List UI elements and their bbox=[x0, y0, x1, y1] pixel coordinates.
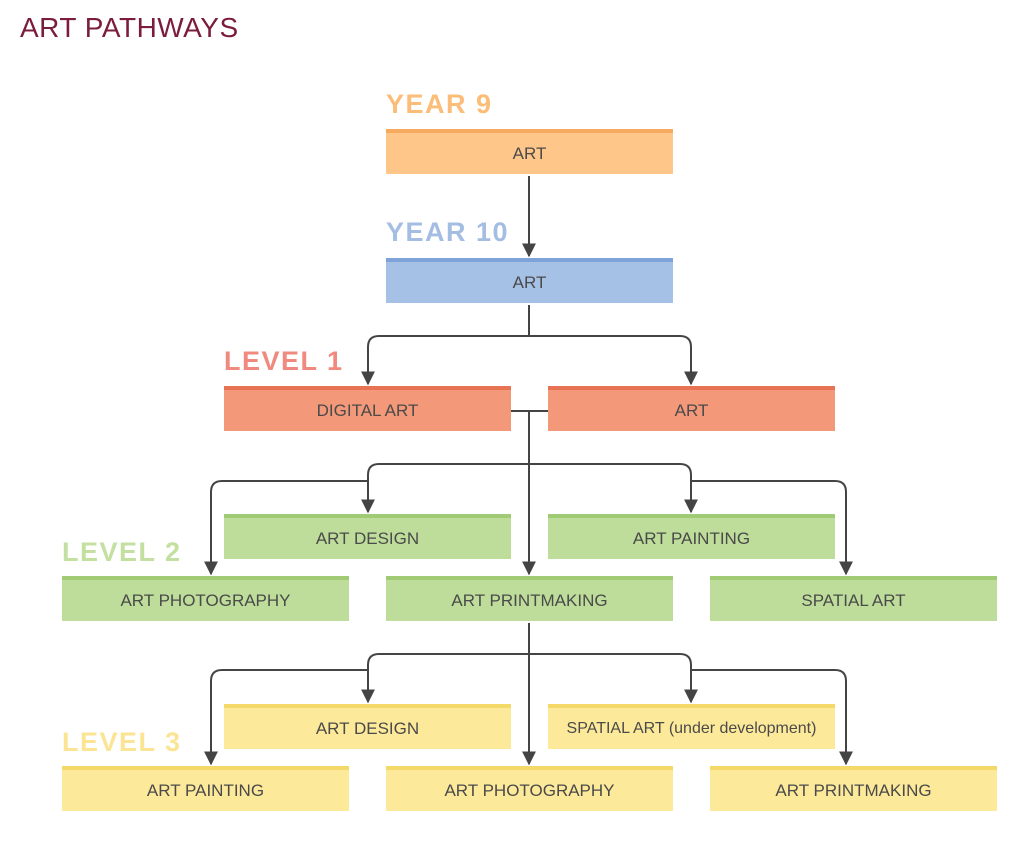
connector-l2-outer-right bbox=[691, 480, 853, 576]
connector-l3-art-design bbox=[361, 653, 380, 704]
page-title: ART PATHWAYS bbox=[20, 12, 239, 43]
connector-l2-outer-left bbox=[204, 480, 368, 576]
level1-digital-art-box: DIGITAL ART bbox=[224, 386, 511, 431]
level3-art-painting-box: ART PAINTING bbox=[62, 766, 349, 811]
level-heading-year10: YEAR 10 bbox=[386, 217, 510, 247]
level3-art-photography-box: ART PHOTOGRAPHY bbox=[386, 766, 673, 811]
level-heading-level2: LEVEL 2 bbox=[62, 537, 182, 567]
connector-year10-level1-right bbox=[529, 335, 698, 386]
level1-art-box: ART bbox=[548, 386, 835, 431]
level-heading-level3: LEVEL 3 bbox=[62, 727, 182, 757]
connector-l2-art-design bbox=[361, 463, 380, 514]
level3-spatial-art-box: SPATIAL ART (under development) bbox=[548, 704, 835, 749]
connector-year10-level1-left bbox=[361, 305, 530, 386]
level3-art-printmaking-box: ART PRINTMAKING bbox=[710, 766, 997, 811]
level-heading-year9: YEAR 9 bbox=[386, 89, 493, 119]
level2-art-painting-box: ART PAINTING bbox=[548, 514, 835, 559]
level-heading-level1: LEVEL 1 bbox=[224, 346, 344, 376]
level2-spatial-art-box: SPATIAL ART bbox=[710, 576, 997, 621]
connector-l2-art-painting bbox=[679, 463, 698, 514]
year9-art-box: ART bbox=[386, 129, 673, 174]
level2-art-photography-box: ART PHOTOGRAPHY bbox=[62, 576, 349, 621]
connector-l3-outer-left bbox=[204, 669, 368, 766]
connector-l3-outer-right bbox=[691, 669, 853, 766]
level2-art-design-box: ART DESIGN bbox=[224, 514, 511, 559]
level3-art-design-box: ART DESIGN bbox=[224, 704, 511, 749]
year10-art-box: ART bbox=[386, 258, 673, 303]
level2-art-printmaking-box: ART PRINTMAKING bbox=[386, 576, 673, 621]
connector-l3-spatial-art bbox=[679, 653, 698, 704]
